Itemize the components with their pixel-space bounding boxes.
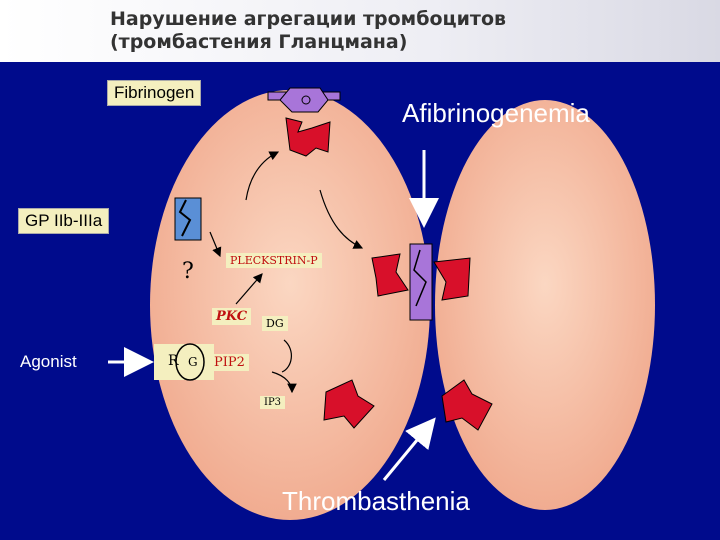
receptor-top <box>285 117 331 157</box>
fibrinogen-label: Fibrinogen <box>107 80 202 106</box>
title-line-1: Нарушение агрегации тромбоцитов <box>110 8 507 30</box>
pleckstrin-label: PLECKSTRIN-P <box>226 253 322 268</box>
arrow-q-to-gp <box>209 231 222 258</box>
title-bar <box>0 0 720 62</box>
receptor-bottom-right <box>441 379 493 431</box>
afibrinogenemia-label: Afibrinogenemia <box>402 98 590 128</box>
pkc-label: PKC <box>212 308 252 325</box>
thrombasthenia-label: Thrombasthenia <box>282 486 470 516</box>
slide-title: Нарушение агрегации тромбоцитов (тромбас… <box>110 8 506 54</box>
gp-iib-iiia-label: GP IIb-IIIa <box>18 208 110 234</box>
question-mark: ? <box>182 259 194 284</box>
arrow-pip2-to-ip3 <box>271 371 297 394</box>
fibrinogen-molecule <box>267 87 341 113</box>
agonist-label: Agonist <box>20 352 77 371</box>
title-line-2: (тромбастения Гланцмана) <box>110 31 408 53</box>
arrow-to-fibrinogen <box>245 151 280 201</box>
arrow-pkc-to-pleckstrin <box>235 273 263 305</box>
platelet-left <box>150 90 430 520</box>
ip3-label: IP3 <box>260 396 286 409</box>
pip2-label: PIP2 <box>210 354 249 371</box>
arrow-to-center <box>319 189 364 249</box>
receptor-bottom-left <box>323 379 375 429</box>
g-label: G <box>188 355 198 369</box>
arrow-pip2-to-dg <box>281 339 292 373</box>
thrombasthenia-arrow <box>382 417 436 481</box>
gp-receptor-left <box>174 197 202 241</box>
dg-label: DG <box>262 316 288 331</box>
r-label: R <box>168 353 179 369</box>
agonist-receptor <box>154 343 214 381</box>
central-receptor-complex <box>371 243 471 321</box>
platelet-right <box>435 100 655 510</box>
